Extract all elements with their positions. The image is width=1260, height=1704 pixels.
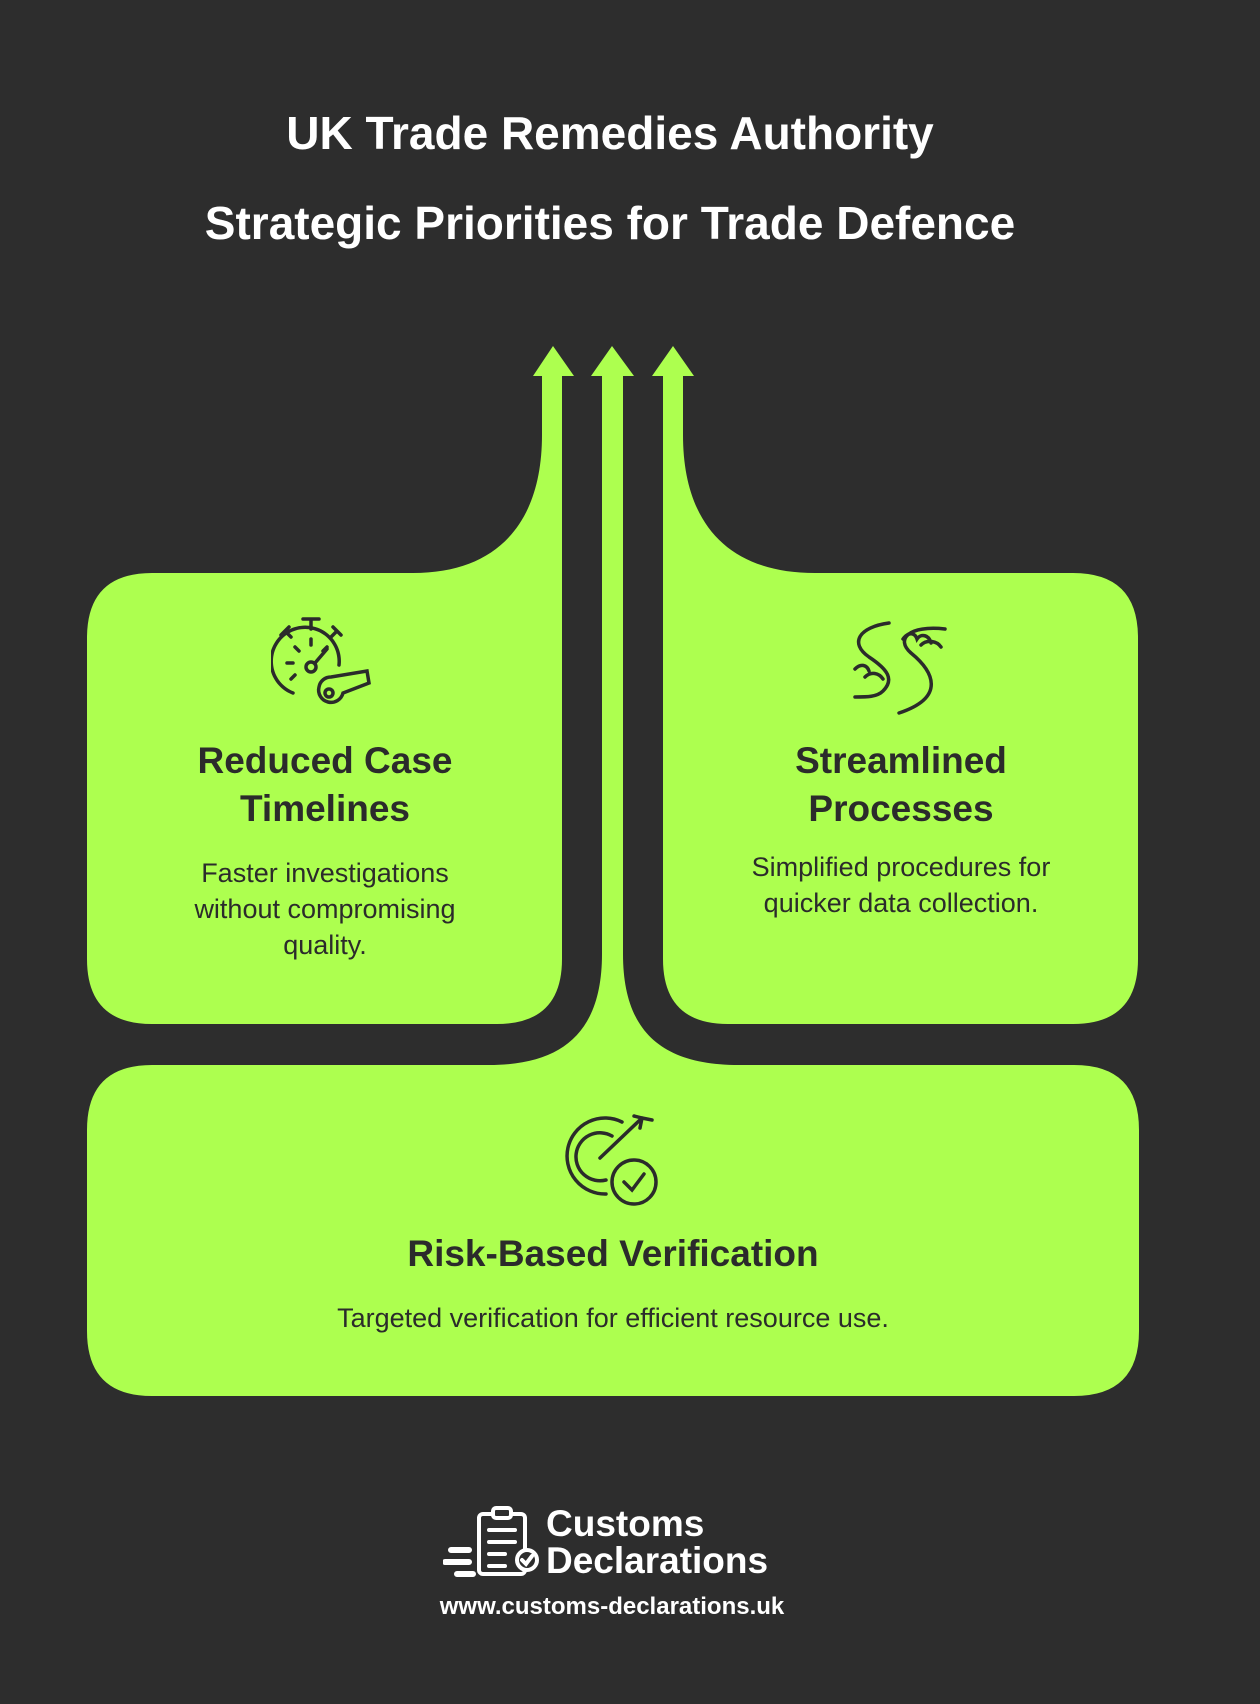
logo-line-1: Customs: [546, 1503, 705, 1544]
bottom-card-arrow-shape: [87, 346, 1139, 1396]
card-reduced-case-timelines: Reduced Case Timelines Faster investigat…: [87, 737, 563, 963]
card-body: Simplified procedures for: [751, 852, 1051, 882]
right-card-arrow-shape: [652, 346, 1138, 1024]
card-heading: Processes: [808, 788, 994, 829]
clipboard-check-logo-icon: [443, 1506, 539, 1577]
card-streamlined-processes: Streamlined Processes Simplified procedu…: [663, 737, 1139, 921]
target-check-icon: [565, 1114, 658, 1206]
title-line-1: UK Trade Remedies Authority: [286, 107, 934, 159]
card-body: quicker data collection.: [763, 888, 1039, 918]
left-card-arrow-shape: [87, 346, 574, 1024]
title-line-2: Strategic Priorities for Trade Defence: [204, 197, 1016, 249]
card-heading: Timelines: [239, 788, 410, 829]
card-risk-based-verification: Risk-Based Verification Targeted verific…: [87, 1230, 1139, 1336]
card-body: Targeted verification for efficient reso…: [337, 1303, 889, 1333]
card-heading: Reduced Case: [197, 740, 453, 781]
card-body: without compromising: [194, 894, 456, 924]
card-heading: Streamlined: [795, 740, 1007, 781]
footer-url: www.customs-declarations.uk: [439, 1593, 785, 1620]
card-heading: Risk-Based Verification: [407, 1233, 819, 1274]
logo-line-2: Declarations: [546, 1540, 769, 1581]
winding-river-icon: [853, 621, 947, 715]
card-body: quality.: [283, 930, 367, 960]
card-body: Faster investigations: [201, 858, 449, 888]
stopwatch-whistle-icon: [271, 617, 371, 705]
